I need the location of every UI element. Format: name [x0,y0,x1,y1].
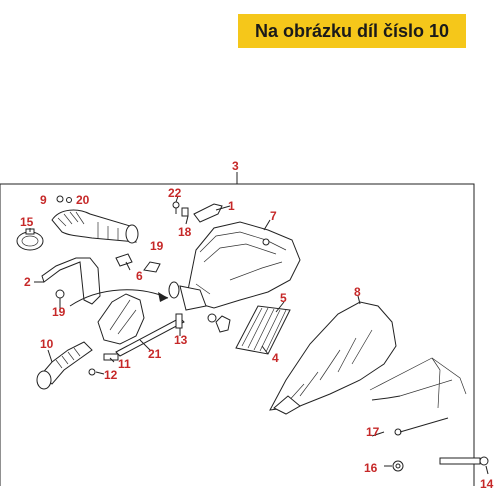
part-11-clip [88,353,119,376]
part-9-bolt [56,195,72,203]
part-6-tube [115,253,161,273]
part-5-filter [235,305,291,355]
callout-6: 6 [136,269,143,283]
part-16-grommet [392,460,404,472]
callout-11: 11 [118,357,131,371]
part-19-ring [168,281,180,299]
part-14-bolt [439,456,489,466]
gasket [215,315,231,333]
part-number-badge: Na obrázku díl číslo 10 [238,14,466,48]
part-2-hose [41,257,101,305]
callout-19a: 19 [150,239,164,253]
callout-20: 20 [76,193,90,207]
callout-15: 15 [20,215,34,229]
callout-12: 12 [104,368,118,382]
callout-5: 5 [280,291,287,305]
callout-labels: 3 22 1 9 20 18 7 15 19 6 2 8 5 19 13 10 … [20,159,494,491]
part-1-bracket [193,203,223,223]
leader-lines [29,195,489,475]
part-15-clamp [16,228,44,251]
part-13-bolt [175,313,183,329]
mounting-lines [369,357,467,409]
part-22-screw [172,201,180,214]
badge-text: Na obrázku díl číslo 10 [254,20,450,41]
callout-17: 17 [366,425,380,439]
callout-18: 18 [178,225,192,239]
part-18-grommet [181,207,189,217]
callout-3: 3 [232,159,239,173]
pointer-arrow [69,289,169,307]
callout-9: 9 [40,193,47,207]
part-8-cover [269,301,397,415]
callout-7: 7 [270,209,277,223]
callout-13: 13 [174,333,188,347]
callout-21: 21 [148,347,162,361]
part-21-rod [115,317,185,357]
intake-elbow [97,293,145,345]
callout-22: 22 [168,186,182,200]
callout-16: 16 [364,461,378,475]
callout-2: 2 [24,275,31,289]
part-7-airbox [179,221,301,323]
intake-duct [51,209,139,244]
callout-19b: 19 [52,305,66,319]
callout-1: 1 [228,199,235,213]
assembly-frame [0,183,475,486]
callout-8: 8 [354,285,361,299]
callout-10: 10 [40,337,54,351]
callout-14: 14 [480,477,494,491]
callout-4: 4 [272,351,279,365]
part-17-screw [371,395,449,436]
part-10-hose [36,341,93,390]
